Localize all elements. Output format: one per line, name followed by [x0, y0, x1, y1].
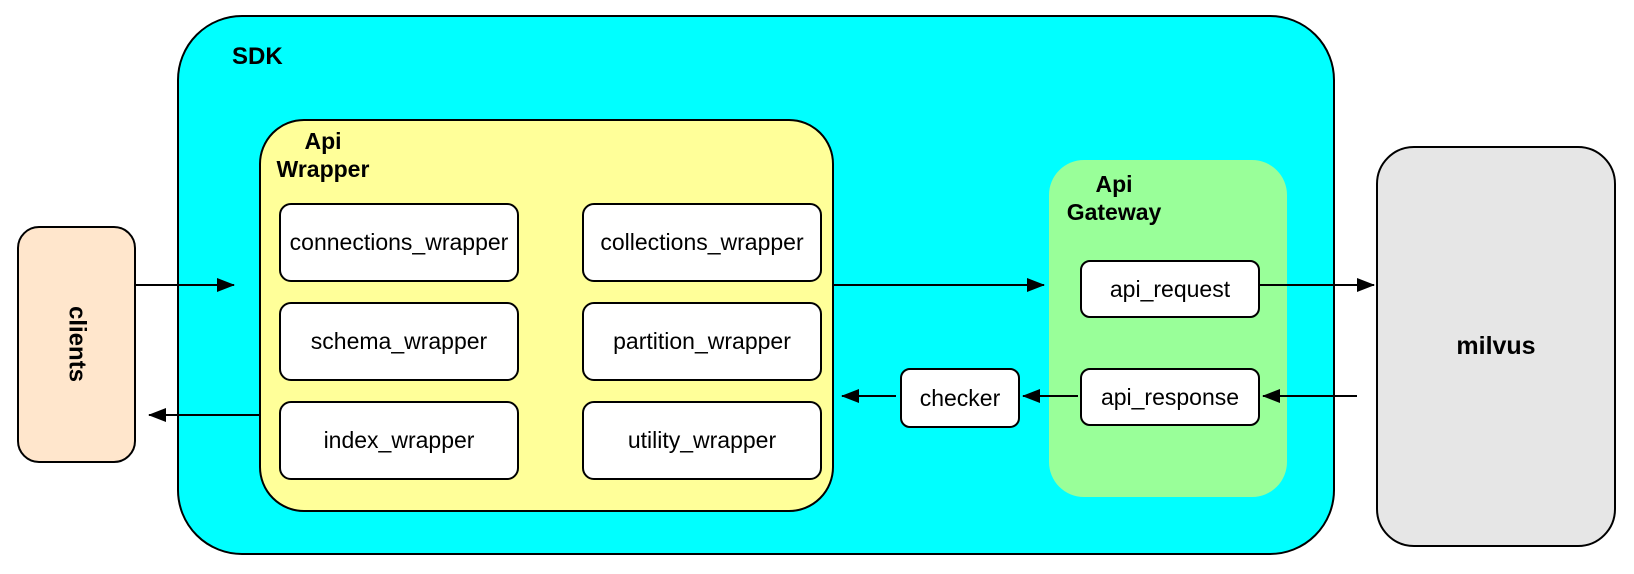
milvus-label: milvus	[1456, 332, 1536, 360]
api-wrapper-label-line1: Api	[304, 128, 342, 154]
api-gateway-label-line2: Gateway	[1066, 199, 1162, 225]
api-gateway-label-line1: Api	[1095, 171, 1133, 197]
box-connections-wrapper: connections_wrapper	[279, 203, 519, 282]
api-wrapper-container: Api Wrapper connections_wrapper collecti…	[259, 119, 834, 512]
box-collections-wrapper: collections_wrapper	[582, 203, 822, 282]
clients-label: clients	[63, 306, 91, 383]
box-checker: checker	[900, 368, 1020, 428]
api-wrapper-label-line2: Wrapper	[276, 156, 370, 182]
api-gateway-label: Api Gateway	[1059, 170, 1169, 226]
box-utility-wrapper: utility_wrapper	[582, 401, 822, 480]
box-api-response: api_response	[1080, 368, 1260, 426]
clients-node: clients	[17, 226, 136, 463]
api-wrapper-label: Api Wrapper	[269, 127, 377, 183]
box-index-wrapper: index_wrapper	[279, 401, 519, 480]
box-partition-wrapper: partition_wrapper	[582, 302, 822, 381]
milvus-node: milvus	[1376, 146, 1616, 547]
box-schema-wrapper: schema_wrapper	[279, 302, 519, 381]
box-api-request: api_request	[1080, 260, 1260, 318]
sdk-container: SDK Api Wrapper connections_wrapper coll…	[177, 15, 1335, 555]
api-gateway-container: Api Gateway api_request api_response	[1049, 160, 1287, 497]
sdk-label: SDK	[232, 43, 283, 70]
